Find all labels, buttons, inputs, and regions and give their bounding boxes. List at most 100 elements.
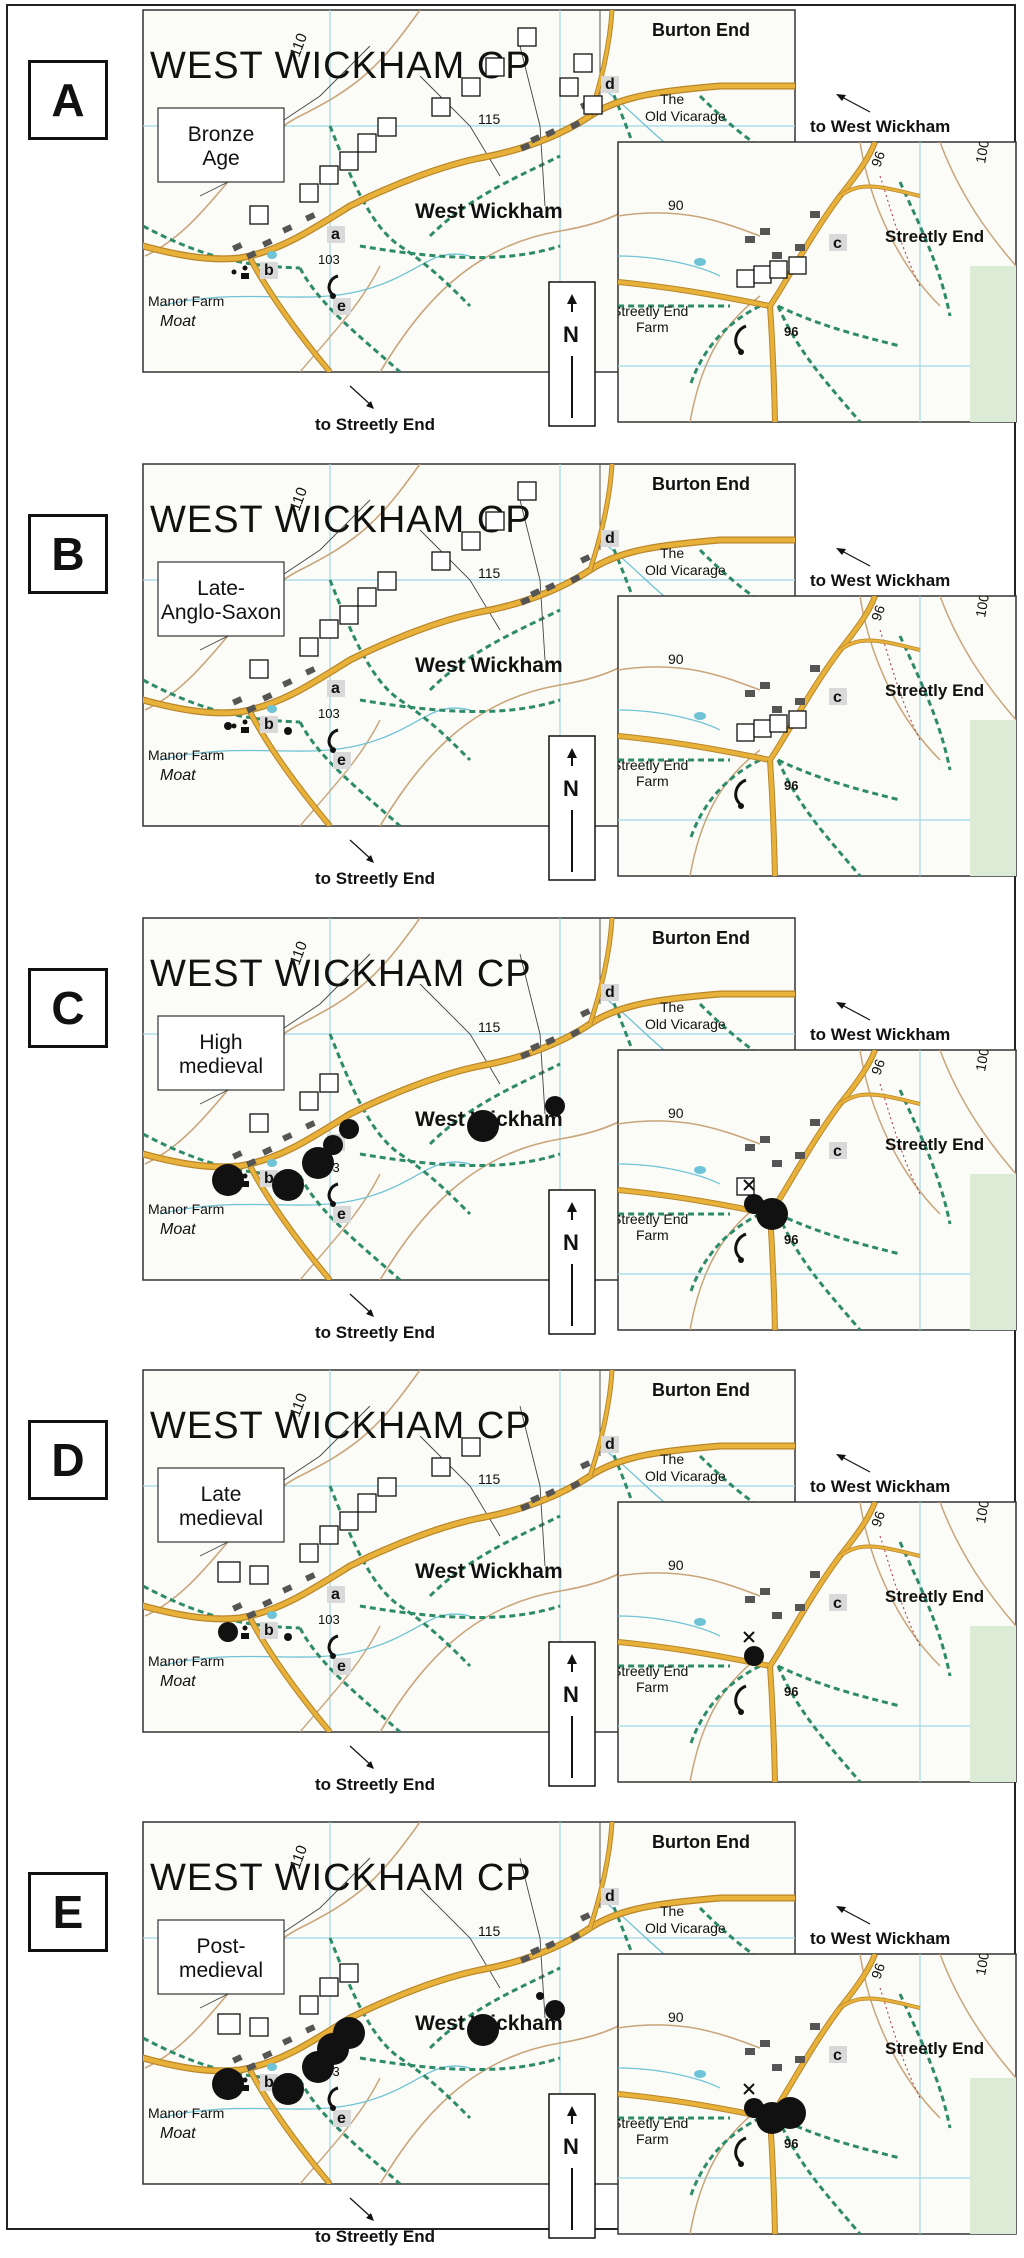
north-arrow: N bbox=[548, 281, 596, 427]
contour-line bbox=[939, 596, 1016, 721]
find-square-road-6 bbox=[377, 571, 397, 591]
find-square-road-10 bbox=[517, 481, 537, 501]
stream bbox=[618, 255, 721, 277]
road bbox=[839, 639, 921, 652]
period-label: Bronze bbox=[188, 123, 255, 146]
old-vicarage-label: The bbox=[660, 545, 684, 561]
find-dot bbox=[218, 1622, 238, 1642]
road bbox=[768, 759, 777, 876]
building bbox=[745, 1596, 755, 1603]
moat-label: Moat bbox=[160, 767, 196, 784]
building bbox=[281, 224, 293, 234]
hook-icon bbox=[327, 274, 339, 296]
old-vicarage-label: The bbox=[660, 91, 684, 107]
find-square-inset-3 bbox=[769, 714, 788, 733]
manor-marker bbox=[241, 1181, 249, 1187]
streetly-end-farm-label: Streetly End bbox=[612, 757, 688, 773]
find-square-road-4 bbox=[339, 1511, 359, 1531]
building bbox=[246, 1610, 257, 1620]
hook-icon-end bbox=[330, 293, 336, 299]
site-d-label: d bbox=[605, 530, 615, 547]
site-e-label: e bbox=[337, 298, 346, 315]
village-label: West Wickham bbox=[415, 654, 563, 677]
footpath bbox=[898, 181, 952, 317]
building bbox=[795, 2056, 805, 2063]
road bbox=[768, 305, 777, 422]
find-square-road-3 bbox=[319, 619, 339, 639]
contour-line bbox=[299, 265, 381, 372]
building bbox=[772, 252, 782, 259]
inset-map-frame bbox=[617, 1049, 1017, 1331]
find-square-road-10 bbox=[517, 27, 537, 47]
road bbox=[618, 1050, 877, 1217]
streetly-end-label: Streetly End bbox=[885, 1135, 984, 1154]
find-dot bbox=[545, 1096, 565, 1116]
contour-line bbox=[299, 1625, 381, 1732]
manor-marker bbox=[241, 1633, 249, 1639]
footpath bbox=[776, 305, 862, 422]
manor-farm-label: Manor Farm bbox=[148, 293, 224, 309]
find-dot bbox=[284, 727, 292, 735]
contour-label: 100 bbox=[972, 139, 992, 165]
arrow-line bbox=[839, 95, 871, 113]
contour-label: 115 bbox=[478, 111, 501, 127]
footpath bbox=[298, 267, 402, 372]
contour-line bbox=[144, 1822, 421, 2069]
site-e-label: e bbox=[337, 1206, 346, 1223]
contour-label: 115 bbox=[478, 1019, 501, 1035]
pond bbox=[694, 1618, 706, 1626]
road bbox=[839, 1997, 921, 2010]
contour-line bbox=[939, 1050, 1016, 1175]
north-arrow-head bbox=[567, 1654, 577, 1664]
period-label: High bbox=[199, 1031, 242, 1054]
find-dot bbox=[323, 1135, 343, 1155]
panel-letter-a: A bbox=[28, 60, 108, 140]
building bbox=[810, 2023, 820, 2030]
pond bbox=[267, 2063, 277, 2071]
building bbox=[760, 1588, 770, 1595]
find-dot bbox=[774, 2097, 806, 2129]
inset-map-frame bbox=[617, 141, 1017, 423]
period-label: medieval bbox=[179, 1959, 263, 1982]
find-square-inset-1 bbox=[736, 269, 755, 288]
find-square-road-1 bbox=[249, 205, 269, 225]
streetly-end-farm-label: Farm bbox=[636, 773, 669, 789]
hook-icon bbox=[327, 728, 339, 750]
road bbox=[248, 2069, 332, 2184]
panel-letter-c: C bbox=[28, 968, 108, 1048]
site-b-label-badge bbox=[260, 262, 278, 279]
road bbox=[143, 1443, 795, 1622]
site-b-label: b bbox=[264, 262, 274, 279]
period-box-frame bbox=[157, 1015, 285, 1091]
footpath bbox=[898, 635, 952, 771]
streetly-end-farm-label: Farm bbox=[636, 1679, 669, 1695]
north-arrow-head bbox=[567, 2106, 577, 2116]
contour-line bbox=[144, 918, 421, 1165]
site-d-label-badge bbox=[601, 76, 619, 93]
arrow-line bbox=[839, 1003, 871, 1021]
find-square-road-6 bbox=[377, 117, 397, 137]
find-square-road-5 bbox=[357, 1493, 377, 1513]
find-dot bbox=[545, 2000, 565, 2020]
north-label: N bbox=[563, 1682, 579, 1707]
building bbox=[580, 1460, 591, 1470]
pond bbox=[267, 1159, 277, 1167]
road bbox=[588, 1370, 614, 1477]
contour-line bbox=[689, 749, 761, 876]
footpath bbox=[777, 1212, 901, 1256]
streetly-end-label: Streetly End bbox=[885, 1587, 984, 1606]
cross-marker bbox=[743, 1631, 755, 1643]
period-label: medieval bbox=[179, 1507, 263, 1530]
find-dot bbox=[302, 1147, 334, 1179]
pond bbox=[694, 258, 706, 266]
building bbox=[760, 2040, 770, 2047]
site-d-label: d bbox=[605, 76, 615, 93]
building bbox=[545, 1036, 556, 1046]
find-square-road-7 bbox=[431, 551, 451, 571]
contour-line bbox=[618, 1572, 761, 1597]
